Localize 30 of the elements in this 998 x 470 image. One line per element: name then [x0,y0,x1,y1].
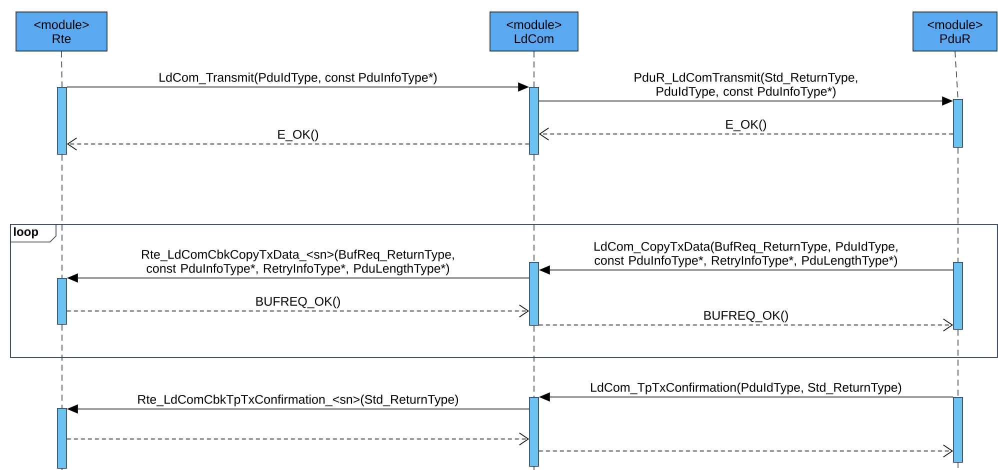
message-label: E_OK() [726,120,766,132]
activation-bar [57,87,67,155]
activation-bar [529,87,539,155]
message-label: BUFREQ_OK() [704,310,788,322]
message-label: LdCom_Transmit(PduIdType, const PduInfoType*) [160,72,437,84]
message-arrow [538,444,954,458]
message-arrow [538,128,954,140]
message-label: LdCom_TpTxConfirmation(PduIdType, Std_ReturnType) [591,382,902,394]
lifeline-head: <module> Rte [16,12,108,52]
lifeline-head: <module> LdCom [490,12,578,52]
message-arrow [66,432,530,446]
message-label: Rte_LdComCbkTpTxConfirmation_<sn>(Std_ReturnType) [138,394,458,406]
activation-bar [953,99,963,148]
message-arrow [66,304,530,318]
activation-bar [57,278,67,325]
lifeline-head: <module> PduR [912,12,998,52]
activation-bar [953,262,963,330]
lifeline [954,51,958,100]
message-label: E_OK() [278,130,318,142]
activation-bar [953,397,963,463]
activation-bar [529,397,539,467]
activation-bar [57,408,67,469]
message-arrow [66,138,530,150]
message-label: BUFREQ_OK() [256,296,340,308]
activation-bar [529,262,539,326]
lifeline [61,51,62,88]
message-label: LdCom_CopyTxData(BufReq_ReturnType, PduIdType, const PduInfoType*, RetryInfoType*, PduLengthType*) [594,242,898,268]
message-label: Rte_LdComCbkCopyTxData_<sn>(BufReq_ReturnType, const PduInfoType*, RetryInfoType*, PduLengthType*) [142,250,454,276]
message-arrow [538,318,954,332]
message-label: PduR_LdComTransmit(Std_ReturnType, PduIdType, const PduInfoType*) [634,72,858,98]
